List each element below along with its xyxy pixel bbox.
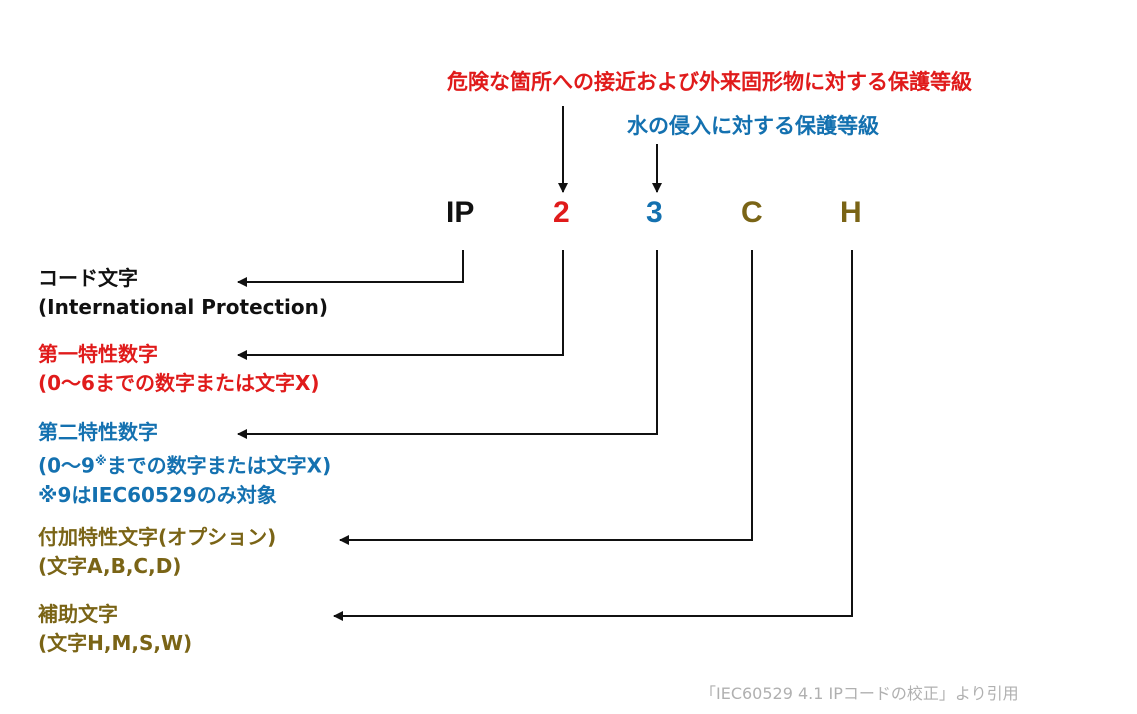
source-note: 「IEC60529 4.1 IPコードの校正」より引用 (700, 684, 1019, 703)
arrow-second-digit-to-label (237, 250, 658, 439)
label-supplementary-letter-desc: (文字H,M,S,W) (38, 631, 193, 655)
code-first-digit: 2 (553, 196, 570, 229)
arrow-first-digit-to-label (237, 250, 564, 360)
code-second-digit: 3 (646, 196, 663, 229)
arrow-ip-to-code-letters (237, 250, 464, 287)
label-protection-solids: 危険な箇所への接近および外来固形物に対する保護等級 (447, 70, 972, 94)
label-second-numeral-desc-pre: (0～9 (38, 453, 95, 478)
label-second-numeral: 第二特性数字 (0～9※までの数字または文字X) ※9はIEC60529のみ対象 (38, 418, 331, 510)
label-code-letters-desc: (International Protection) (38, 295, 329, 319)
label-first-numeral-title: 第一特性数字 (38, 342, 158, 366)
label-code-letters: コード文字 (International Protection) (38, 264, 328, 322)
label-second-numeral-desc: (0～9※までの数字または文字X) (38, 447, 331, 481)
code-additional-letter: C (741, 196, 763, 229)
label-supplementary-letter: 補助文字 (文字H,M,S,W) (38, 600, 192, 658)
label-additional-letter: 付加特性文字(オプション) (文字A,B,C,D) (38, 523, 276, 581)
label-additional-letter-title: 付加特性文字(オプション) (38, 525, 277, 549)
label-first-numeral: 第一特性数字 (0～6までの数字または文字X) (38, 340, 320, 398)
code-supplementary-letter: H (840, 196, 862, 229)
label-additional-letter-desc: (文字A,B,C,D) (38, 554, 182, 578)
code-ip: IP (446, 196, 475, 229)
label-first-numeral-desc: (0～6までの数字または文字X) (38, 371, 320, 395)
arrow-additional-letter-to-label (339, 250, 753, 545)
label-supplementary-letter-title: 補助文字 (38, 602, 118, 626)
footnote-mark: ※ (94, 454, 107, 468)
arrow-supplementary-letter-to-label (333, 250, 853, 621)
label-protection-water: 水の侵入に対する保護等級 (627, 114, 879, 138)
label-code-letters-title: コード文字 (38, 266, 138, 290)
label-second-numeral-note: ※9はIEC60529のみ対象 (38, 482, 277, 507)
label-second-numeral-title: 第二特性数字 (38, 420, 158, 444)
label-second-numeral-desc-post: までの数字または文字X) (106, 453, 332, 478)
